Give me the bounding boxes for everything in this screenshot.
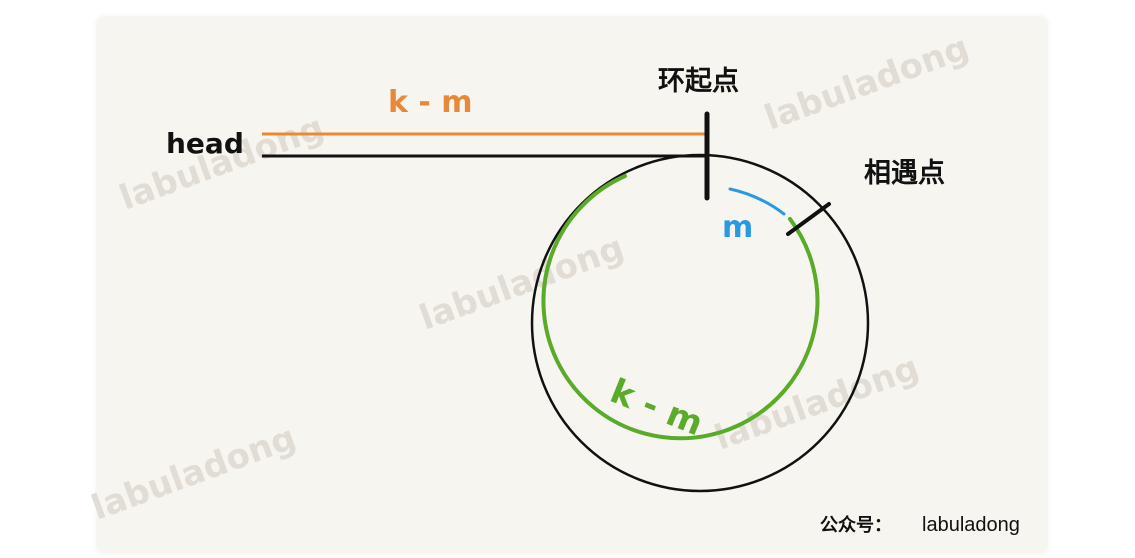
- watermark: labuladong: [86, 418, 301, 529]
- watermark: labuladong: [414, 228, 629, 339]
- loop-start-label: 环起点: [658, 66, 739, 97]
- watermark: labuladong: [114, 108, 329, 219]
- green-k-m-label: k - m: [605, 371, 709, 444]
- watermark: labuladong: [759, 28, 974, 139]
- head-label: head: [166, 127, 244, 160]
- watermark: labuladong: [709, 348, 924, 459]
- footer-name: labuladong: [922, 514, 1020, 536]
- orange-k-m-label: k - m: [388, 85, 473, 120]
- meeting-point-marker: [786, 202, 831, 236]
- meeting-point-label: 相遇点: [864, 158, 945, 189]
- diagram-canvas: [97, 17, 1047, 553]
- footer-prefix: 公众号：: [820, 514, 892, 536]
- watermarks: labuladong labuladong labuladong labulad…: [86, 28, 974, 529]
- blue-arc: [728, 187, 786, 216]
- blue-m-label: m: [722, 210, 753, 245]
- outer-loop-circle: [530, 153, 870, 493]
- green-arc: [541, 174, 820, 441]
